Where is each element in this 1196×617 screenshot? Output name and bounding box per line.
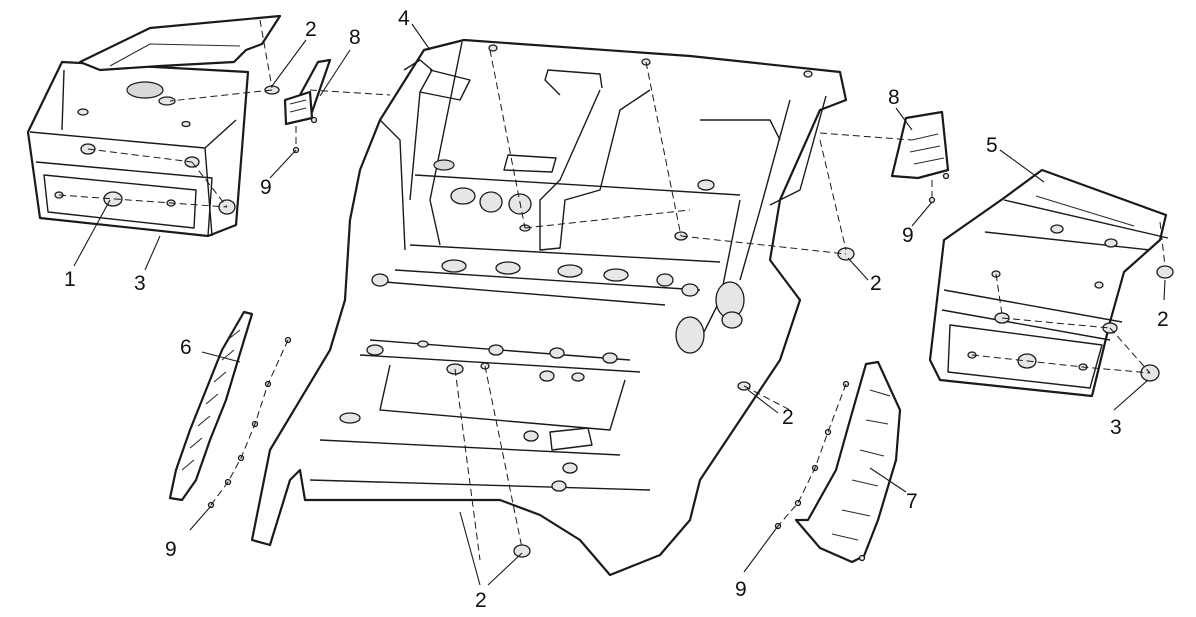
callout-2-center-right: 2 — [782, 406, 794, 429]
callout-2-far-right: 2 — [1157, 308, 1169, 331]
callout-2-top-left: 2 — [305, 18, 317, 41]
callout-2-bottom: 2 — [475, 589, 487, 612]
callout-3-left: 3 — [134, 272, 146, 295]
callout-9-top-right: 9 — [902, 224, 914, 247]
callout-7: 7 — [906, 490, 918, 513]
callout-6: 6 — [180, 336, 192, 359]
right-trim-panel — [928, 168, 1174, 398]
callout-4: 4 — [398, 7, 410, 30]
cabin-roof-liner — [250, 38, 855, 577]
callout-9-bottom-right: 9 — [735, 578, 747, 601]
leader-lines — [73, 23, 1166, 586]
callout-8-left: 8 — [349, 26, 361, 49]
callout-2-right: 2 — [870, 272, 882, 295]
left-trim-panel — [26, 14, 282, 238]
callout-8-right: 8 — [888, 86, 900, 109]
right-bracket-strip — [774, 360, 902, 564]
callout-3-right: 3 — [1110, 416, 1122, 439]
callout-9-bottom-left: 9 — [165, 538, 177, 561]
callout-labels: 1 3 2 8 4 9 6 9 2 2 2 8 9 5 2 3 7 9 — [64, 7, 1169, 612]
left-bracket-strip — [168, 310, 292, 509]
callout-5: 5 — [986, 134, 998, 157]
callout-9-top-left: 9 — [260, 176, 272, 199]
callout-1: 1 — [64, 268, 76, 291]
clip-right — [819, 110, 950, 204]
